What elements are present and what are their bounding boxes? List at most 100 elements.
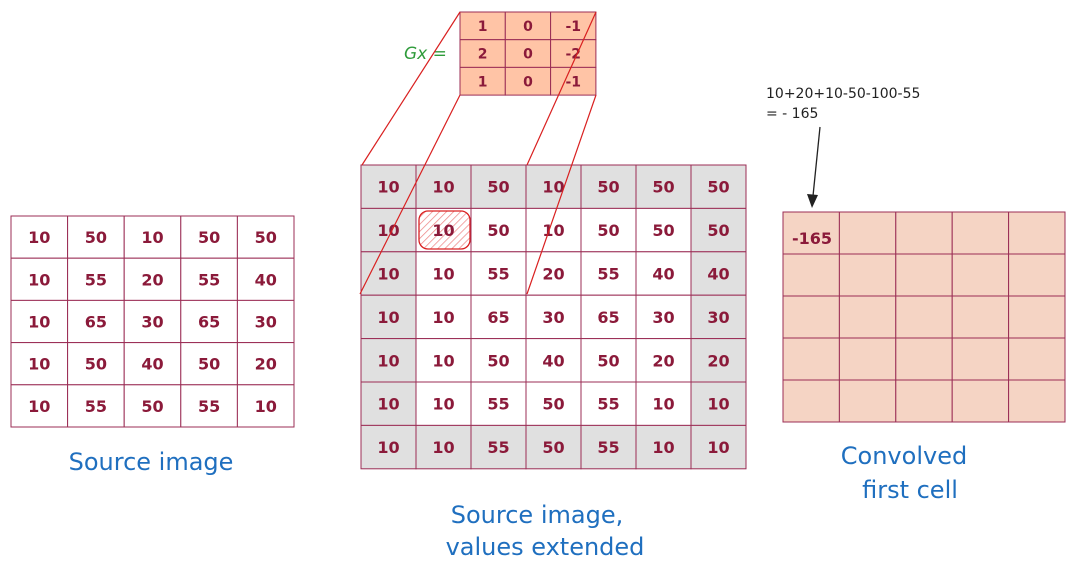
- grid-cell: [470, 338, 527, 383]
- grid-cell: [67, 342, 125, 386]
- cell-value: 65: [85, 313, 107, 332]
- cell-value: 10: [28, 313, 50, 332]
- cell-value: 20: [542, 265, 564, 284]
- source-image-caption: Source image: [69, 448, 234, 476]
- cell-value: 20: [141, 270, 163, 289]
- cell-value: 50: [85, 355, 107, 374]
- cell-value: 55: [597, 395, 619, 414]
- cell-value: 10: [377, 265, 399, 284]
- cell-value: 55: [198, 270, 220, 289]
- grid-cell: [690, 207, 747, 253]
- convolved-caption-line1: Convolved: [841, 442, 967, 470]
- cell-value: 50: [198, 228, 220, 247]
- cell-value: 10: [377, 351, 399, 370]
- grid-cell: [782, 295, 840, 339]
- cell-value: -2: [565, 47, 581, 63]
- cell-value: 50: [487, 221, 509, 240]
- grid-cell: [1008, 211, 1066, 255]
- cell-value: 10: [377, 438, 399, 457]
- grid-cell: [550, 11, 597, 41]
- cell-value: 65: [597, 308, 619, 327]
- grid-cell: [470, 294, 527, 340]
- grid-cell: [838, 379, 897, 423]
- grid-cell: [525, 381, 582, 426]
- grid-cell: [180, 299, 238, 344]
- grid-cell: [470, 424, 527, 470]
- grid-cell: [690, 381, 747, 426]
- grid-cell: [525, 294, 582, 340]
- grid-cell: [470, 164, 527, 209]
- cell-value: 10: [28, 270, 50, 289]
- cell-value: 10: [432, 178, 454, 197]
- cell-value: 55: [85, 397, 107, 416]
- cell-value: 10: [432, 308, 454, 327]
- projection-line-top-left: [361, 11, 461, 166]
- grid-cell: [459, 66, 506, 96]
- grid-cell: [180, 342, 238, 386]
- cell-value: 10: [652, 438, 674, 457]
- grid-cell: [1008, 295, 1066, 339]
- grid-cell: [838, 253, 897, 297]
- grid-cell: [690, 338, 747, 383]
- cell-value: 40: [652, 265, 674, 284]
- grid-cell: [236, 342, 295, 386]
- grid-cell: [504, 39, 552, 68]
- cell-value: 10: [377, 395, 399, 414]
- grid-cell: [895, 253, 953, 297]
- grid-cell: [236, 257, 295, 301]
- cell-value: 2: [478, 47, 488, 63]
- grid-cell: [415, 164, 472, 209]
- cell-value: 10: [377, 308, 399, 327]
- cell-value: 50: [707, 178, 729, 197]
- kernel-label: Gx =: [404, 44, 447, 64]
- cell-value: 50: [707, 221, 729, 240]
- grid-cell: [635, 294, 692, 340]
- cell-value: 50: [487, 178, 509, 197]
- grid-cell: [635, 424, 692, 470]
- grid-cell: [504, 66, 552, 96]
- cell-value: 50: [198, 355, 220, 374]
- cell-value: 20: [652, 351, 674, 370]
- grid-cell: [67, 384, 125, 428]
- grid-cell: [635, 338, 692, 383]
- grid-cell: [123, 215, 182, 259]
- window-center-highlight: [418, 210, 471, 250]
- grid-cell: [951, 211, 1010, 255]
- grid-cell: [1008, 337, 1066, 381]
- cell-value: 10: [377, 178, 399, 197]
- cell-value: 10: [542, 178, 564, 197]
- cell-value: 40: [542, 351, 564, 370]
- cell-value: 30: [255, 313, 277, 332]
- cell-value: 10: [432, 438, 454, 457]
- grid-cell: [580, 338, 637, 383]
- grid-cell: [838, 295, 897, 339]
- grid-cell: [580, 424, 637, 470]
- grid-cell: [67, 215, 125, 259]
- grid-cell: [470, 207, 527, 253]
- projection-line-bottom-left: [359, 94, 461, 295]
- grid-cell: [470, 381, 527, 426]
- grid-cell: [10, 257, 69, 301]
- cell-value: 30: [707, 308, 729, 327]
- cell-value: 10: [432, 395, 454, 414]
- annotation-sum: 10+20+10-50-100-55: [766, 86, 920, 102]
- cell-value: 65: [487, 308, 509, 327]
- cell-value: 55: [198, 397, 220, 416]
- grid-cell: [895, 337, 953, 381]
- grid-cell: [123, 257, 182, 301]
- extended-image-caption-line1: Source image,: [451, 501, 623, 529]
- cell-value: 1: [478, 19, 488, 35]
- grid-cell: [635, 381, 692, 426]
- cell-value: 55: [597, 438, 619, 457]
- grid-cell: [67, 299, 125, 344]
- convolved-caption-line2: first cell: [862, 476, 958, 504]
- grid-cell: [838, 337, 897, 381]
- cell-value: 55: [487, 395, 509, 414]
- grid-cell: [951, 253, 1010, 297]
- grid-cell: [415, 381, 472, 426]
- grid-cell: [1008, 253, 1066, 297]
- cell-value: 40: [707, 265, 729, 284]
